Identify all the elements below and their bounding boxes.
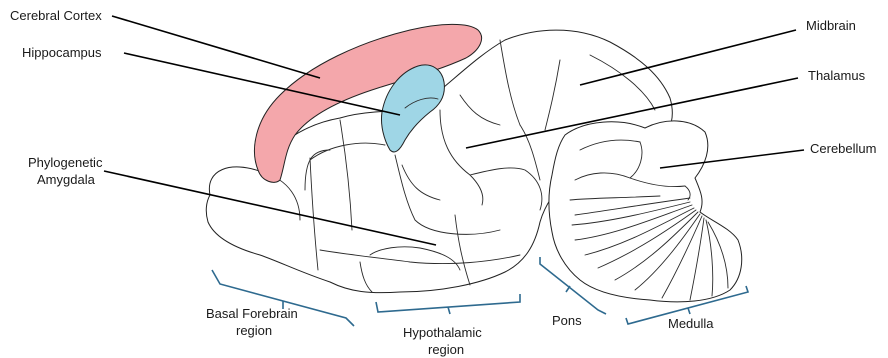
label-hypothalamic-line2: region xyxy=(428,342,464,357)
label-thalamus: Thalamus xyxy=(808,68,866,83)
label-basal-forebrain-line1: Basal Forebrain xyxy=(206,306,298,321)
label-pons: Pons xyxy=(552,313,582,328)
label-hippocampus: Hippocampus xyxy=(22,45,102,60)
label-amygdala-line2: Amygdala xyxy=(37,172,96,187)
bracket-hypothalamic xyxy=(376,294,520,314)
leader-cerebral-cortex xyxy=(112,16,320,78)
label-basal-forebrain-line2: region xyxy=(236,323,272,338)
label-medulla: Medulla xyxy=(668,316,714,331)
label-amygdala-line1: Phylogenetic xyxy=(28,155,103,170)
label-midbrain: Midbrain xyxy=(806,18,856,33)
label-hypothalamic-line1: Hypothalamic xyxy=(403,325,482,340)
label-cerebellum: Cerebellum xyxy=(810,141,876,156)
label-cerebral-cortex: Cerebral Cortex xyxy=(10,8,102,23)
